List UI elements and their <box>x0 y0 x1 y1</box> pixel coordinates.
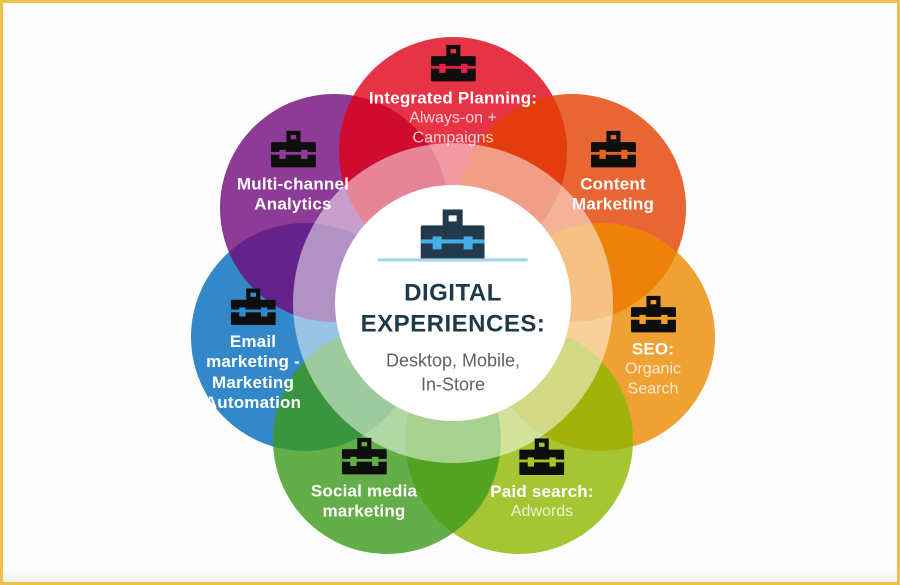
petal-title-line: marketing <box>322 502 406 521</box>
petal-seo-organic-search: SEO: Organic Search <box>624 295 682 399</box>
center-subtitle-line: In-Store <box>420 374 486 395</box>
petal-title-line: marketing - <box>206 352 300 372</box>
petal-title-line: Automation <box>204 393 302 413</box>
petal-social-media-marketing: Social media marketing <box>310 437 418 523</box>
petal-multi-channel-analytics: Multi-channel Analytics <box>236 130 350 216</box>
center-subtitle-line: Desktop, Mobile, <box>385 350 521 371</box>
toolbox-icon <box>590 130 636 168</box>
petal-subtitle-line: Always-on + <box>409 110 497 128</box>
center-title-line: EXPERIENCES: <box>360 310 546 338</box>
digital-experiences-diagram: Integrated Planning: Always-on + Campaig… <box>3 3 897 582</box>
toolbox-icon <box>341 437 387 475</box>
toolbox-icon <box>270 130 316 168</box>
petal-title-line: Email <box>229 332 277 352</box>
petal-integrated-planning: Integrated Planning: Always-on + Campaig… <box>368 44 538 148</box>
petal-title-line: Paid search: <box>490 482 594 502</box>
toolbox-icon <box>430 44 476 82</box>
petal-subtitle-line: Search <box>627 380 679 398</box>
petal-title-line: SEO: <box>631 339 675 359</box>
center-title-line: DIGITAL <box>404 279 502 307</box>
petal-subtitle-line: Campaigns <box>412 129 494 147</box>
center-hub: DIGITAL EXPERIENCES: Desktop, Mobile, In… <box>361 209 546 396</box>
petal-content-marketing: Content Marketing <box>571 130 655 216</box>
petal-paid-search-adwords: Paid search: Adwords <box>490 438 594 522</box>
petal-subtitle-line: Adwords <box>510 503 574 521</box>
center-title: DIGITAL EXPERIENCES: <box>361 277 546 339</box>
toolbox-icon <box>630 295 676 333</box>
petal-title-line: Integrated Planning: <box>368 88 538 108</box>
center-underline <box>378 258 528 262</box>
petal-email-marketing-automation: Email marketing - Marketing Automation <box>205 288 301 414</box>
petal-title-line: Social media <box>310 481 418 501</box>
center-subtitle: Desktop, Mobile, In-Store <box>386 350 520 397</box>
toolbox-icon <box>519 438 565 475</box>
petal-title-line: Multi-channel <box>236 174 350 194</box>
petal-subtitle-line: Organic <box>624 361 682 379</box>
toolbox-icon <box>230 288 276 325</box>
toolbox-icon <box>421 209 485 262</box>
petal-title-line: Content <box>580 174 646 194</box>
petal-title-line: Marketing <box>211 373 295 392</box>
petal-title-line: Marketing <box>571 195 655 214</box>
petal-title-line: Analytics <box>254 195 332 214</box>
